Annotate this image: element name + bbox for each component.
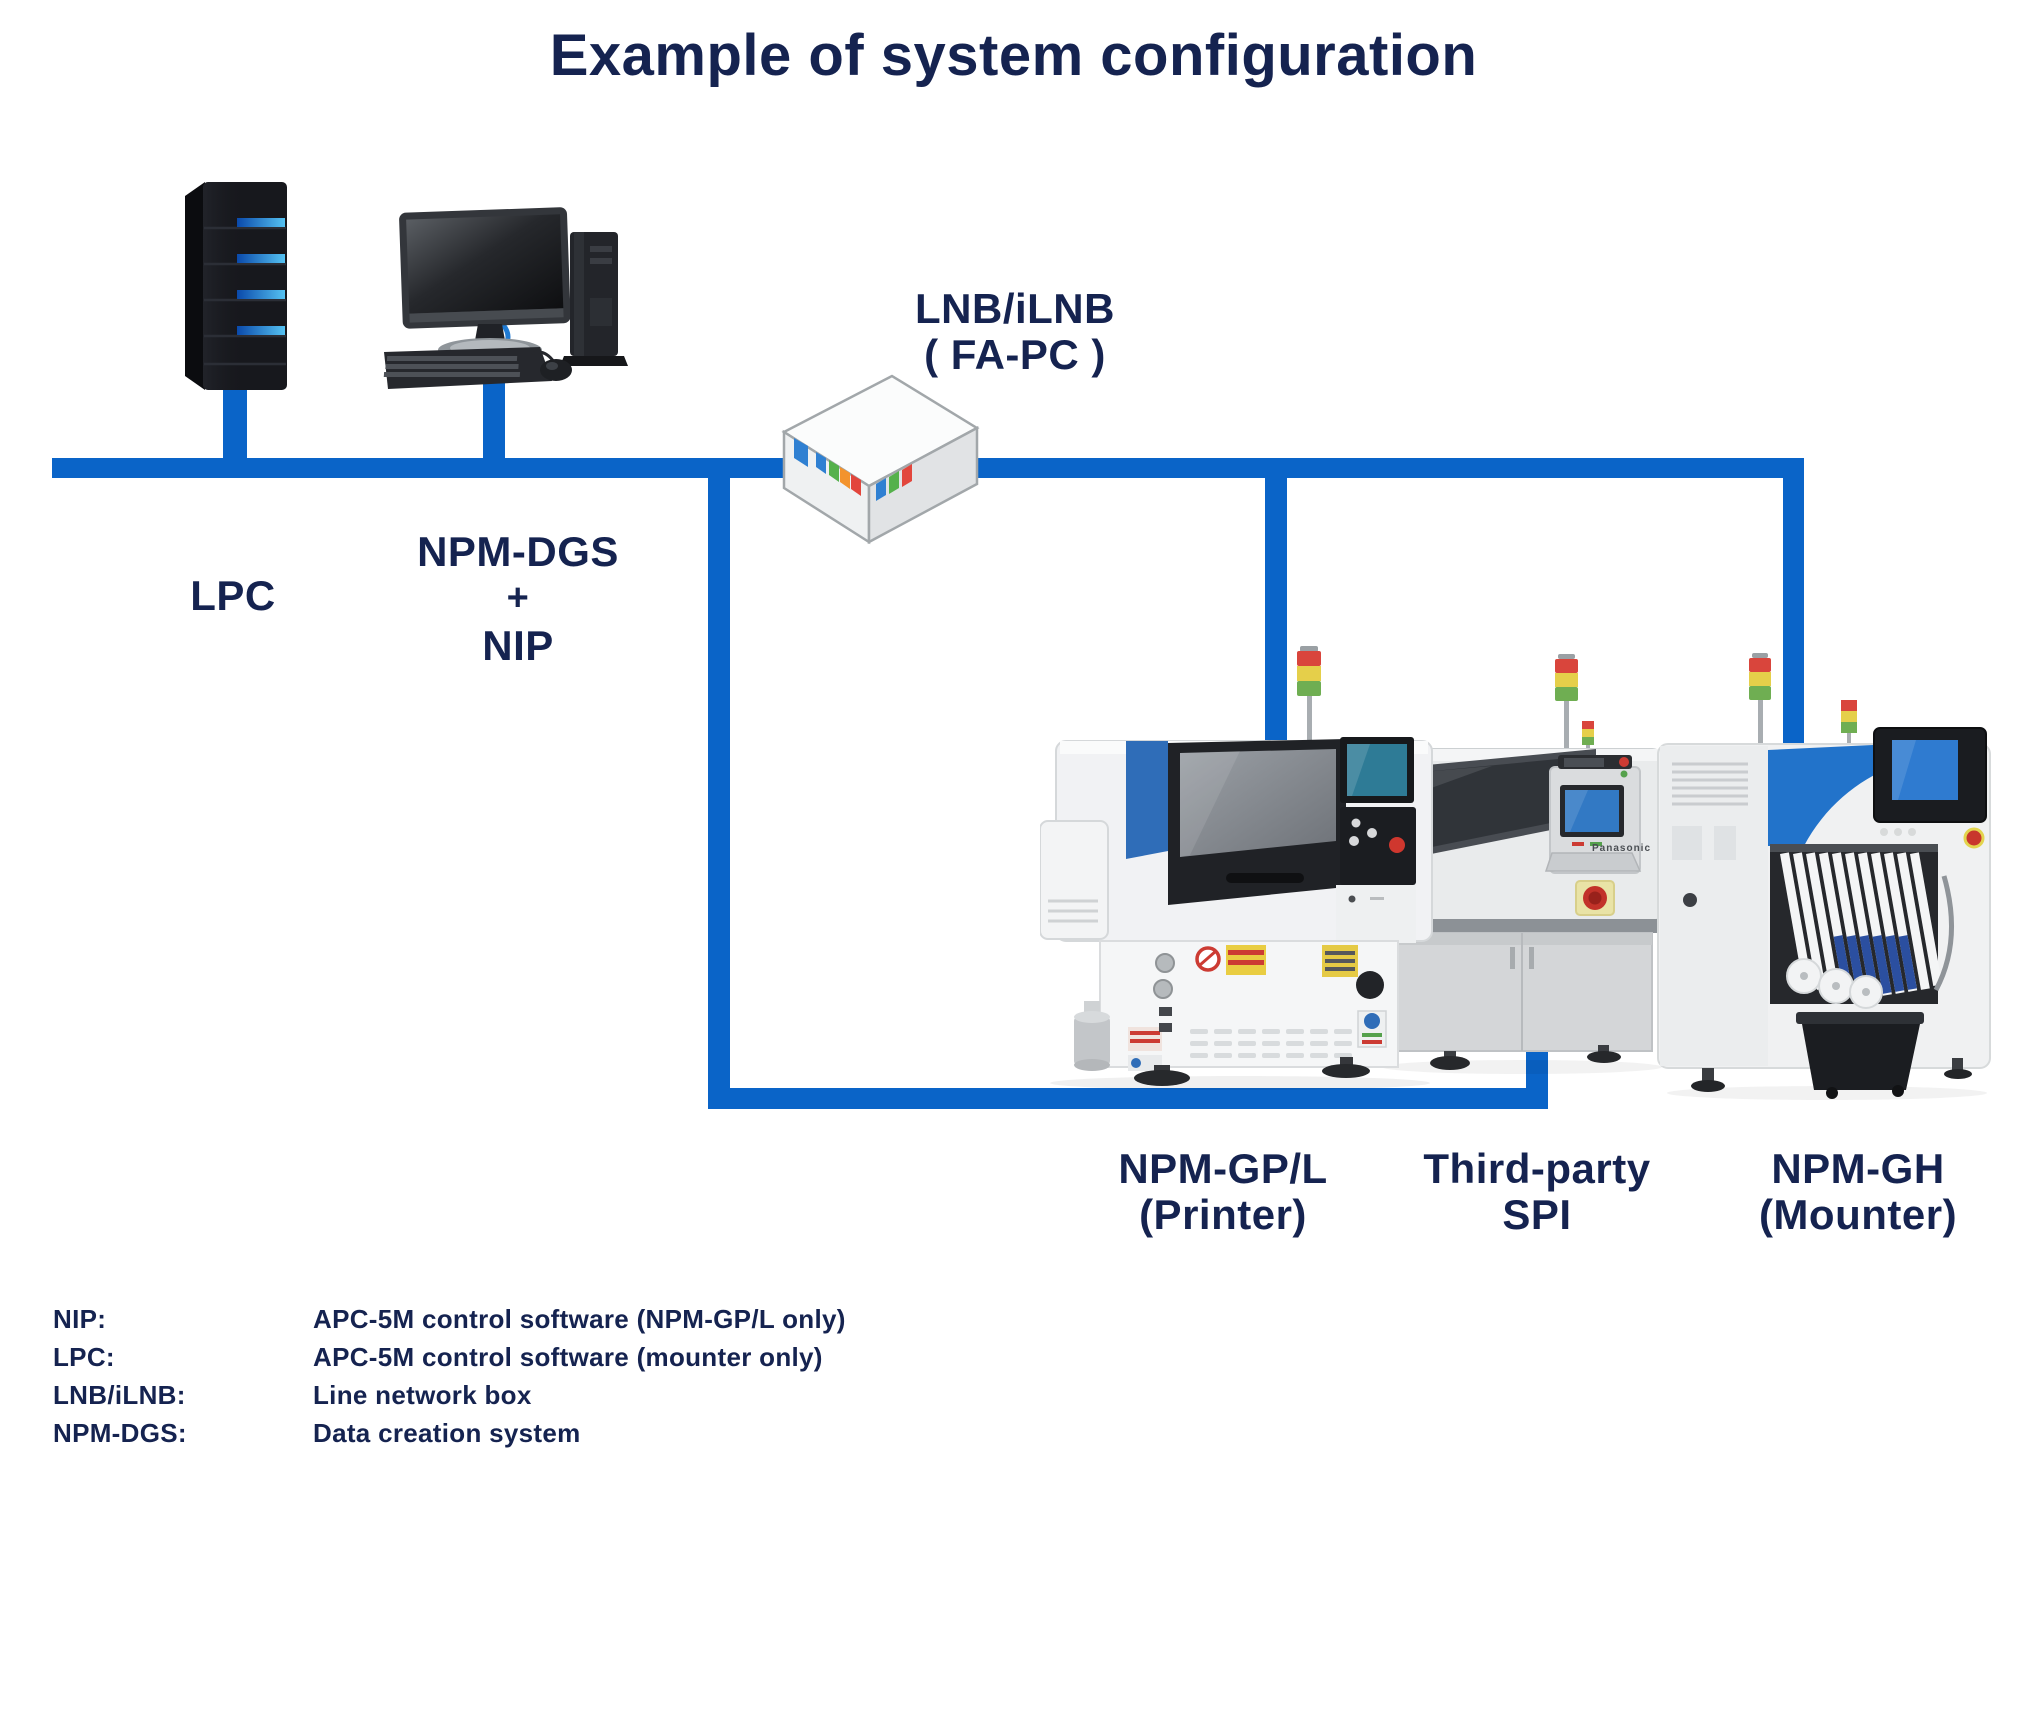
lower-cabinet: [1391, 932, 1653, 1052]
vent-slats: [1190, 1029, 1352, 1058]
plus-sign: +: [506, 577, 530, 619]
server-led-bars: [237, 218, 285, 335]
keyboard: [383, 347, 552, 389]
legend-row: LNB/iLNB: Line network box: [53, 1376, 846, 1414]
legend-definition: Line network box: [313, 1380, 532, 1410]
mounter-type: (Mounter): [1758, 1191, 1958, 1238]
machine-brand-badge: Panasonic: [1592, 843, 1652, 854]
legend-term: NIP:: [53, 1304, 107, 1334]
guard-rail: [1933, 875, 1954, 992]
mounter-display: [1873, 727, 1987, 849]
tape-reels: [1786, 958, 1883, 1009]
round-knob: [1356, 971, 1384, 999]
warning-labels: [1128, 945, 1387, 1071]
lnb-line2: ( FA-PC ): [924, 331, 1106, 378]
legend-row: LPC: APC-5M control software (mounter on…: [53, 1338, 846, 1376]
mini-signal-tower: [1841, 700, 1857, 746]
port-indicators: [794, 438, 912, 501]
nip-line: NIP: [482, 622, 554, 669]
component-mounter-machine: [1652, 638, 1997, 1103]
printer-machine-label: NPM-GP/L (Printer): [1063, 1146, 1383, 1238]
control-panel: [1340, 807, 1416, 885]
spi-inspection-machine: [1372, 635, 1672, 1080]
mounter-machine-label: NPM-GH (Mounter): [1698, 1146, 2018, 1238]
left-panel: [1660, 746, 1768, 1066]
legend-definition: APC-5M control software (mounter only): [313, 1342, 823, 1372]
legend-term: LNB/iLNB:: [53, 1380, 186, 1410]
spi-type: SPI: [1502, 1191, 1572, 1238]
legend-term: LPC:: [53, 1342, 115, 1372]
tape-blue-stripes: [1833, 935, 1917, 994]
lnb-node-label: LNB/iLNB ( FA-PC ): [865, 286, 1165, 378]
network-line-server-drop: [223, 388, 247, 460]
spi-console: [1544, 755, 1642, 874]
network-line-mounter-drop: [1783, 458, 1804, 751]
network-line-printer-drop: [1265, 470, 1287, 746]
printer-name: NPM-GP/L: [1118, 1145, 1328, 1192]
monitor: [399, 207, 571, 329]
network-line-pc-drop: [483, 372, 505, 460]
npm-dgs-node-label: NPM-DGS + NIP: [368, 528, 668, 669]
mouse: [531, 350, 572, 381]
pc-tower: [560, 232, 628, 366]
network-line-left-drop: [708, 470, 730, 1098]
printer-screen: [1340, 737, 1414, 803]
legend-definition: APC-5M control software (NPM-GP/L only): [313, 1304, 846, 1334]
npm-dgs-line1: NPM-DGS: [417, 528, 619, 575]
spi-name: Third-party: [1423, 1145, 1651, 1192]
legend-row: NPM-DGS: Data creation system: [53, 1414, 846, 1452]
desktop-computer-icon: [378, 202, 633, 402]
blue-section: [1768, 744, 1894, 846]
collection-bin: [1796, 1012, 1924, 1090]
signal-tower: [1555, 654, 1578, 751]
signal-tower: [1749, 653, 1771, 746]
diagram-title: Example of system configuration: [549, 23, 1478, 88]
lpc-node-label: LPC: [190, 572, 276, 619]
left-cylinder: [1074, 1001, 1110, 1071]
emergency-stop-button: [1575, 880, 1615, 916]
legend-definition: Data creation system: [313, 1418, 581, 1448]
legend: NIP: APC-5M control software (NPM-GP/L o…: [53, 1300, 846, 1452]
mounter-name: NPM-GH: [1771, 1145, 1945, 1192]
legend-term: NPM-DGS:: [53, 1418, 187, 1448]
printer-type: (Printer): [1139, 1191, 1307, 1238]
network-switch-icon: [772, 368, 987, 563]
side-controls: [1153, 953, 1175, 1032]
smt-printer-machine: [1040, 645, 1445, 1090]
network-line-bottom-bus: [708, 1088, 1548, 1109]
blue-stripe: [1126, 741, 1168, 859]
legend-row: NIP: APC-5M control software (NPM-GP/L o…: [53, 1300, 846, 1338]
lnb-line1: LNB/iLNB: [915, 285, 1115, 332]
server-tower-icon: [175, 178, 290, 393]
spi-machine-label: Third-party SPI: [1377, 1146, 1697, 1238]
signal-tower: [1297, 646, 1321, 743]
